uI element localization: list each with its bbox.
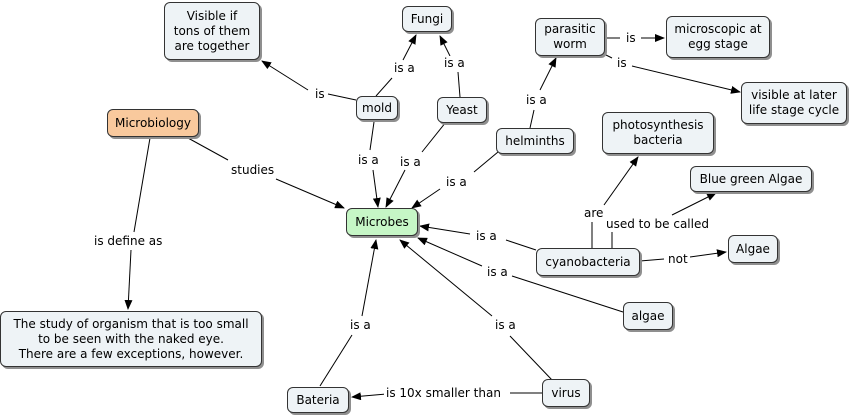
edge-microbiology-microbes	[187, 137, 229, 161]
edge-virus-microbes	[509, 335, 553, 381]
node-visible-if-tons[interactable]: Visible if tons of them are together	[164, 2, 260, 60]
edge-bateria-microbes-arrow	[361, 239, 379, 317]
node-microbes[interactable]: Microbes	[346, 208, 418, 236]
edge-cyano-microbes	[505, 239, 537, 251]
link-label-bateria-microbes: is a	[348, 318, 373, 332]
edge-yeast-fungi-arrow	[439, 35, 451, 57]
node-helminths[interactable]: helminths	[496, 128, 574, 154]
link-label-microbiology-microbes: studies	[229, 163, 277, 177]
node-microscopic-egg[interactable]: microscopic at egg stage	[666, 16, 770, 58]
edge-mold-fungi	[375, 77, 393, 97]
link-label-microbiology-definition: is define as	[92, 234, 165, 248]
link-label-cyano-algae: not	[666, 252, 690, 266]
edge-mold-visible	[327, 93, 357, 101]
node-yeast[interactable]: Yeast	[437, 97, 487, 123]
node-bateria[interactable]: Bateria	[287, 387, 349, 413]
link-label-virus-microbes: is a	[493, 318, 518, 332]
link-label-worm-egg: is	[624, 31, 638, 45]
link-label-cyano-bluegreen: used to be called	[604, 217, 711, 231]
link-label-yeast-microbes: is a	[398, 155, 423, 169]
edge-cyano-algae-arrow	[689, 249, 727, 258]
node-microbiology[interactable]: Microbiology	[107, 109, 199, 137]
edge-mold-microbes-arrow	[372, 169, 381, 208]
link-label-mold-microbes: is a	[356, 153, 381, 167]
link-label-mold-fungi: is a	[392, 61, 417, 75]
edge-worm-later-arrow	[631, 65, 741, 94]
edge-worm-later	[603, 53, 613, 59]
edge-cyano-microbes-arrow	[419, 223, 471, 235]
link-label-mold-visible: is	[313, 87, 327, 101]
link-label-virus-bateria: is 10x smaller than	[384, 386, 503, 400]
edge-mold-visible-arrow	[261, 60, 309, 91]
node-photosynthesis-bacteria[interactable]: photosynthesis bacteria	[602, 112, 714, 154]
edge-yeast-fungi	[457, 71, 461, 98]
link-label-helminths-worm: is a	[524, 93, 549, 107]
node-blue-green-algae[interactable]: Blue green Algae	[690, 166, 812, 192]
edge-microbiology-microbes-arrow	[275, 178, 345, 209]
node-visible-later[interactable]: visible at later life stage cycle	[741, 82, 847, 124]
edge-helminths-worm-arrow	[539, 57, 557, 91]
edge-virus-microbes-arrow	[399, 239, 493, 317]
link-label-cyano-microbes: is a	[474, 229, 499, 243]
link-label-yeast-fungi: is a	[442, 56, 467, 70]
link-label-worm-later: is	[615, 56, 629, 70]
link-label-algae-microbes: is a	[485, 265, 510, 279]
edge-cyano-photo-arrow	[603, 156, 639, 206]
edge-helminths-microbes	[473, 151, 499, 173]
edge-microbiology-definition-arrow	[124, 249, 133, 310]
node-mold[interactable]: mold	[356, 96, 398, 120]
edge-helminths-microbes-arrow	[411, 188, 441, 209]
edge-microbiology-definition	[133, 137, 151, 233]
edge-yeast-microbes-arrow	[385, 169, 406, 208]
edge-cyano-algae	[639, 258, 665, 262]
edge-cyano-bluegreen-arrow	[671, 192, 717, 216]
link-label-cyano-photo: are	[582, 206, 606, 220]
node-definition[interactable]: The study of organism that is too small …	[0, 311, 262, 367]
edge-algae-microbes	[511, 275, 624, 313]
node-fungi[interactable]: Fungi	[402, 6, 452, 32]
node-algae[interactable]: algae	[623, 302, 673, 330]
edge-helminths-worm	[529, 109, 535, 129]
edge-virus-bateria-arrow	[351, 392, 387, 401]
link-label-helminths-microbes: is a	[444, 175, 469, 189]
node-cyanobacteria[interactable]: cyanobacteria	[536, 248, 640, 276]
edge-mold-microbes	[369, 121, 375, 151]
edge-mold-fungi-arrow	[402, 34, 417, 61]
edge-algae-microbes-arrow	[417, 237, 483, 267]
node-algae-capital[interactable]: Algae	[728, 235, 778, 263]
node-virus[interactable]: virus	[542, 379, 590, 407]
edge-yeast-microbes	[421, 121, 447, 153]
node-parasitic-worm[interactable]: parasitic worm	[535, 18, 605, 56]
edge-bateria-microbes	[319, 334, 353, 387]
